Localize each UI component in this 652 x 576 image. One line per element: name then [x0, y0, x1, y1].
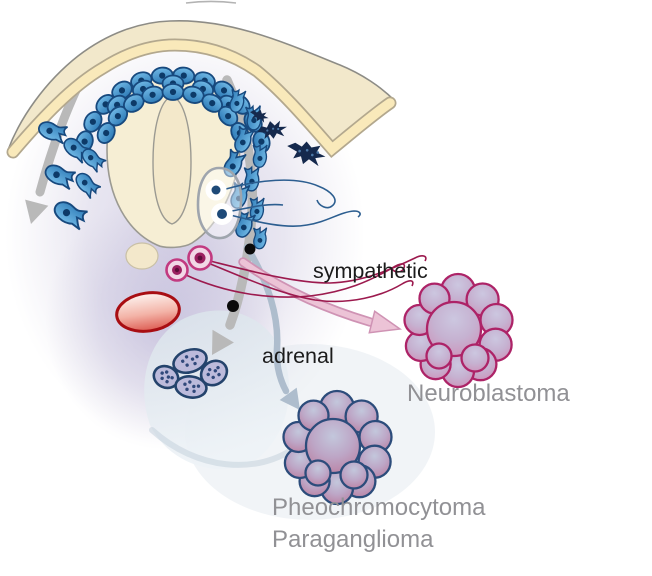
- migrating-cell: [53, 201, 88, 231]
- migrating-cell: [75, 172, 102, 199]
- migrating-cells-left: [38, 121, 107, 231]
- label-neuroblastoma: Neuroblastoma: [407, 380, 570, 407]
- migrating-cell: [249, 196, 265, 221]
- label-sympathetic: sympathetic: [313, 259, 428, 283]
- migrating-cell: [44, 164, 77, 191]
- neural-crest-cell: [96, 122, 116, 144]
- gray-arrowhead: [25, 199, 49, 224]
- dorsal-root-ganglion: [196, 166, 361, 240]
- pink-arrowhead: [368, 310, 403, 334]
- migrating-cell: [252, 143, 268, 168]
- drg-neuron-nucleus: [211, 185, 221, 195]
- gray-arrowhead: [212, 329, 234, 355]
- adrenal-gland: [152, 347, 229, 399]
- tumor-cell: [425, 342, 453, 370]
- tumor-cell: [304, 459, 332, 487]
- sympathetic-axons: [185, 255, 427, 303]
- melanoblasts: [250, 109, 326, 167]
- tumor-cell: [460, 343, 490, 373]
- neuroblastoma-cluster: [403, 272, 514, 389]
- neural-tube-lumen: [152, 95, 192, 225]
- migrating-cell: [81, 148, 107, 173]
- migrating-cell: [38, 121, 68, 145]
- pheochromocytoma-cluster: [282, 389, 393, 506]
- bluegray-arrowhead: [279, 387, 300, 410]
- sympathetic-ganglion: [165, 245, 427, 303]
- adrenal-lobe: [199, 359, 229, 387]
- migrating-cell: [234, 125, 256, 153]
- neural-crest-cell: [161, 83, 185, 101]
- migrating-cell: [252, 226, 268, 250]
- migrating-cell: [229, 88, 247, 113]
- label-adrenal: adrenal: [262, 344, 334, 368]
- neural-crest-cell: [182, 85, 205, 104]
- adrenal-lobe: [172, 347, 208, 375]
- notochord: [125, 242, 159, 270]
- label-paraganglioma: Paraganglioma: [272, 526, 434, 553]
- pathway-dot: [227, 300, 239, 312]
- epidermis-band: [6, 38, 397, 159]
- pathway-dot: [244, 243, 256, 255]
- adrenal-lobe: [174, 375, 208, 399]
- neural-crest-cell: [123, 93, 145, 113]
- nucleolus: [174, 267, 180, 273]
- label-pheochromocytoma: Pheochromocytoma: [272, 494, 486, 521]
- migrating-cells-right: [223, 88, 268, 250]
- tumor-cell: [339, 460, 369, 490]
- dorsal-aorta: [115, 291, 181, 333]
- top-edge-line: [185, 0, 237, 4]
- nucleolus: [197, 255, 203, 261]
- drg-neuron-nucleus: [217, 209, 227, 219]
